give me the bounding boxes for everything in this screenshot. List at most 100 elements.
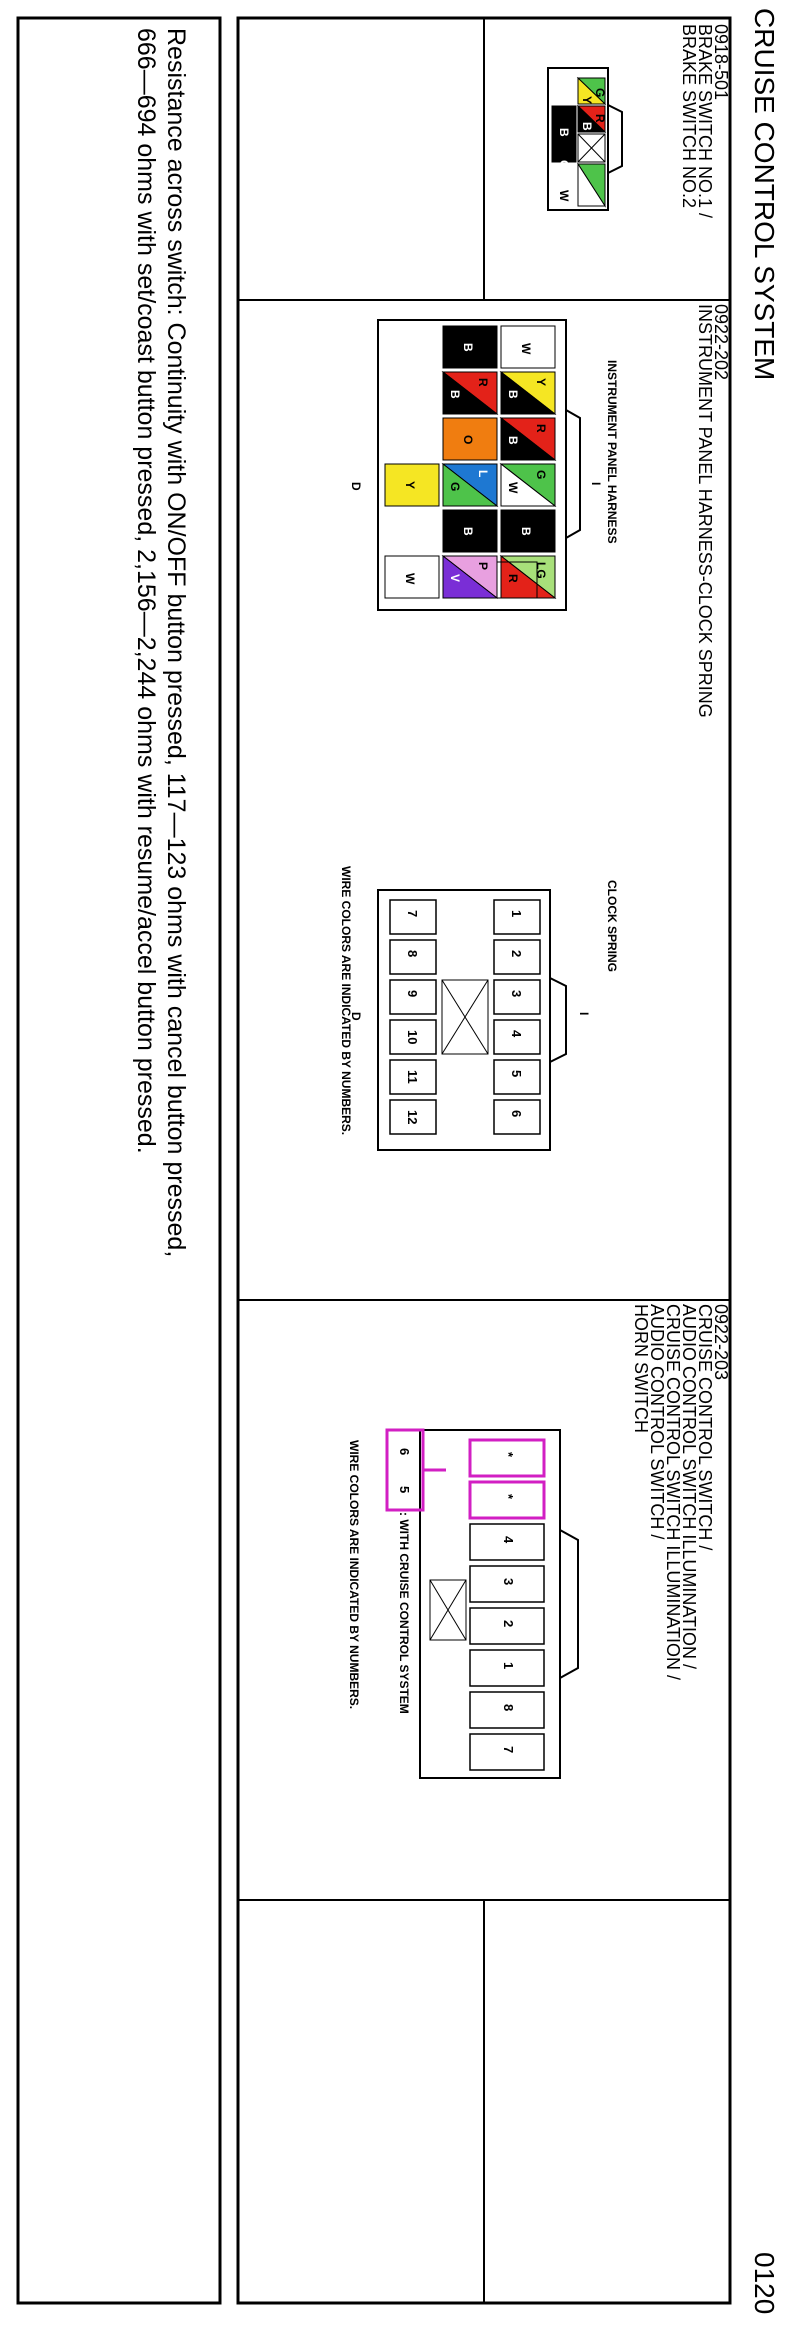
- wire-code: B: [580, 122, 594, 131]
- pin-cell: 6: [493, 1099, 541, 1135]
- pin-cell: 4: [469, 1523, 545, 1561]
- wire-code: V: [448, 574, 462, 582]
- wire-code: L: [476, 470, 490, 477]
- resistance-note-line: Resistance across switch: Continuity wit…: [162, 28, 190, 1257]
- pin-number: 3: [509, 990, 524, 997]
- wire-code: R: [506, 574, 520, 583]
- connector-latch: [559, 1529, 579, 1679]
- wire-code: G: [534, 470, 548, 479]
- pin-number: 1: [501, 1662, 516, 1669]
- pin-number: 4: [509, 1030, 524, 1038]
- wire-cell: G Y: [576, 76, 607, 106]
- note-box: [16, 16, 222, 2305]
- pin-number: 7: [405, 910, 420, 917]
- latch-cell: [429, 1579, 467, 1641]
- wire-code: Y: [534, 378, 548, 386]
- pin-cell: 8: [469, 1691, 545, 1729]
- resistance-note-line: 666—694 ohms with set/coast button press…: [132, 28, 160, 1154]
- pin-number: 2: [501, 1620, 516, 1627]
- harness-caption: INSTRUMENT PANEL HARNESS: [605, 360, 619, 544]
- wire-cell: RB: [441, 370, 499, 416]
- wire-cell: GW: [499, 462, 557, 508]
- latch-cell: [441, 979, 489, 1055]
- wire-cell: W: [500, 325, 556, 369]
- pin-cell: 5: [493, 1059, 541, 1095]
- pin-number: 6: [509, 1110, 524, 1117]
- wire-code: Y: [580, 96, 594, 104]
- wire-cell: W: [384, 555, 440, 599]
- clock-spring-letter-top: I: [577, 1012, 591, 1015]
- pin-cell: 11: [389, 1059, 437, 1095]
- legend-pin: 6: [397, 1448, 412, 1455]
- pin-cell: 4: [493, 1019, 541, 1055]
- wire-cell: B: [500, 509, 556, 553]
- pin-cell: 9: [389, 979, 437, 1015]
- pin-number: 1: [509, 910, 524, 917]
- wire-code: B: [506, 436, 520, 445]
- wire-code: P: [476, 562, 490, 570]
- connector-0922-203: 0922-203 CRUISE CONTROL SWITCH / AUDIO C…: [347, 1304, 731, 1779]
- pin-number: *: [501, 1494, 516, 1500]
- connector-code: 0918-501: [711, 24, 731, 100]
- wire-code: G: [593, 88, 607, 97]
- wire-code: R: [593, 114, 607, 123]
- wire-code: LG: [534, 562, 548, 579]
- wire-code: R: [476, 378, 490, 387]
- wire-cell: O: [442, 417, 498, 461]
- pin-number: 9: [405, 990, 420, 997]
- harness-letter-top: I: [589, 482, 603, 485]
- connector-name: AUDIO CONTROL SWITCH /: [647, 1304, 667, 1539]
- wire-code: G: [557, 160, 571, 169]
- wire-code: W: [403, 573, 417, 585]
- pin-cell: 8: [389, 939, 437, 975]
- wire-cell: R B: [576, 104, 607, 134]
- page-title: CRUISE CONTROL SYSTEM: [749, 8, 780, 380]
- pin-cell: *: [468, 1438, 546, 1478]
- pin-number: 11: [405, 1070, 420, 1084]
- connector-latch: [607, 104, 623, 174]
- wire-code: Y: [403, 481, 417, 489]
- connector-latch: [565, 409, 581, 539]
- pin-number: 3: [501, 1578, 516, 1585]
- clock-spring-caption: CLOCK SPRING: [605, 880, 619, 972]
- pin-cell: 12: [389, 1099, 437, 1135]
- wire-code: B: [506, 390, 520, 399]
- wire-cell: Y: [384, 463, 440, 507]
- harness-letter-bottom: D: [349, 482, 363, 491]
- pin-number: *: [501, 1452, 516, 1458]
- pin-number: 4: [501, 1536, 516, 1544]
- legend-text: : WITH CRUISE CONTROL SYSTEM: [397, 1512, 411, 1714]
- pin-cell: 7: [389, 899, 437, 935]
- connector-name: CRUISE CONTROL SWITCH ILLUMINATION /: [663, 1304, 683, 1680]
- connector-name: BRAKE SWITCH NO.1 /: [695, 24, 715, 218]
- wire-code: B: [448, 390, 462, 399]
- connector-0922-202: 0922-202 INSTRUMENT PANEL HARNESS-CLOCK …: [339, 304, 731, 1151]
- clock-spring-letter-bottom: D: [349, 1012, 363, 1021]
- wire-code: B: [461, 527, 475, 536]
- connector-name: AUDIO CONTROL SWITCH ILLUMINATION /: [679, 1304, 699, 1669]
- wire-code: B: [519, 527, 533, 536]
- connector-name: INSTRUMENT PANEL HARNESS-CLOCK SPRING: [695, 304, 715, 718]
- connector-name: BRAKE SWITCH NO.2: [679, 24, 699, 208]
- wire-code: B: [461, 343, 475, 352]
- pin-cell: 3: [469, 1565, 545, 1603]
- wire-code: W: [557, 190, 571, 202]
- wire-cell: [577, 162, 606, 208]
- pin-cell: 2: [493, 939, 541, 975]
- connector-code: 0922-203: [711, 1304, 731, 1380]
- pin-cell: 3: [493, 979, 541, 1015]
- wire-code: B: [557, 128, 571, 137]
- wire-cell: B: [442, 509, 498, 553]
- latch-cell: [496, 561, 538, 599]
- pin-number: 5: [509, 1070, 524, 1077]
- legend-pin: 5: [397, 1486, 412, 1493]
- wire-cell: PV: [441, 554, 499, 600]
- wire-code: W: [506, 482, 520, 494]
- connector-name: CRUISE CONTROL SWITCH /: [695, 1304, 715, 1550]
- pin-cell: 2: [469, 1607, 545, 1645]
- connector-0918-501: 0918-501 BRAKE SWITCH NO.1 / BRAKE SWITC…: [547, 24, 731, 218]
- wire-cell: RB: [499, 416, 557, 462]
